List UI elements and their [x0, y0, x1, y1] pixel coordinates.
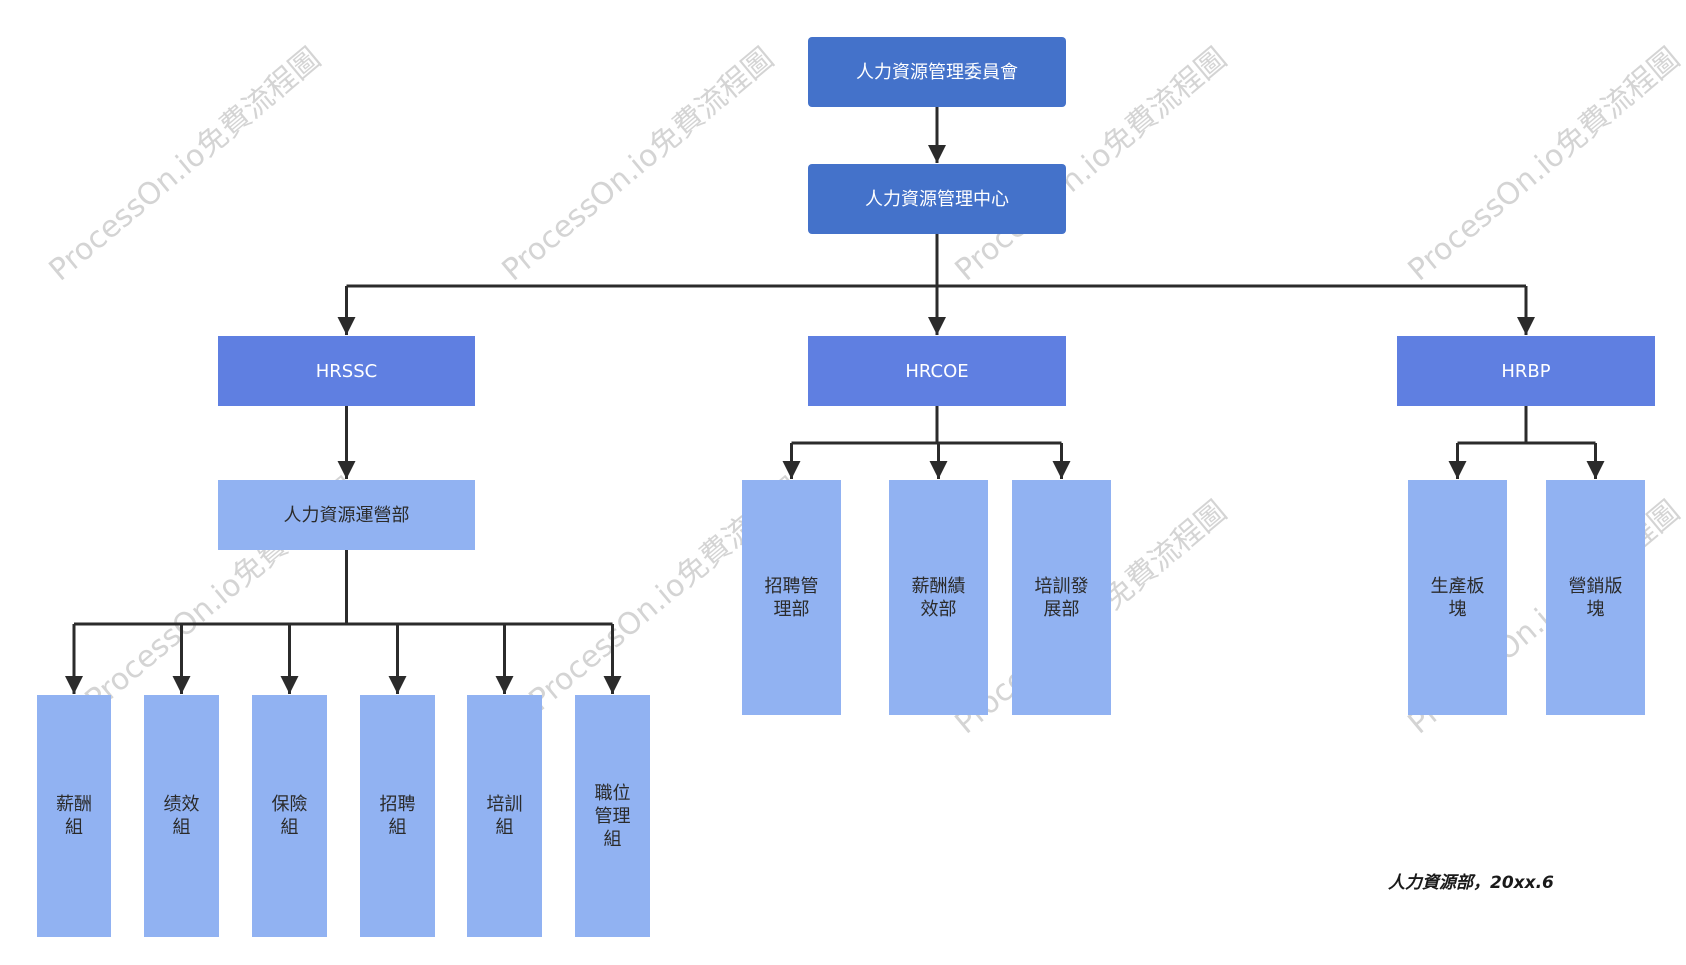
node-hrbp[interactable]: HRBP	[1397, 336, 1655, 406]
node-perf[interactable]: 绩效 組	[144, 695, 219, 937]
node-label: 招聘管 理部	[764, 575, 819, 620]
footer-note: 人力資源部，20xx.6	[1388, 873, 1554, 893]
node-recruit[interactable]: 招聘 組	[360, 695, 435, 937]
node-comp[interactable]: 薪酬 組	[37, 695, 111, 937]
node-label: 保險 組	[271, 794, 308, 838]
node-marketing[interactable]: 營銷版 塊	[1546, 480, 1645, 715]
node-label: 薪酬 組	[56, 794, 92, 838]
node-hrssc[interactable]: HRSSC	[218, 336, 475, 406]
node-label: 绩效 組	[163, 794, 200, 838]
node-label: HRBP	[1501, 360, 1551, 382]
node-committee[interactable]: 人力資源管理委員會	[808, 37, 1066, 107]
node-hrcoe[interactable]: HRCOE	[808, 336, 1066, 406]
node-recruit-mgmt[interactable]: 招聘管 理部	[742, 480, 841, 715]
node-comp-perf[interactable]: 薪酬績 效部	[889, 480, 988, 715]
node-label: HRSSC	[315, 360, 378, 382]
node-label: 人力資源管理委員會	[856, 61, 1018, 83]
node-center[interactable]: 人力資源管理中心	[808, 164, 1066, 234]
node-label: 培訓發 展部	[1034, 575, 1089, 620]
node-label: 營銷版 塊	[1568, 575, 1623, 620]
node-train[interactable]: 培訓 組	[467, 695, 542, 937]
node-insur[interactable]: 保險 組	[252, 695, 327, 937]
node-label: HRCOE	[905, 360, 969, 382]
node-train-dev[interactable]: 培訓發 展部	[1012, 480, 1111, 715]
node-label: 招聘 組	[379, 794, 416, 838]
node-label: 生產板 塊	[1430, 575, 1485, 620]
node-position[interactable]: 職位 管理 組	[575, 695, 650, 937]
node-label: 人力資源運營部	[283, 504, 410, 526]
node-ops[interactable]: 人力資源運營部	[218, 480, 475, 550]
node-production[interactable]: 生產板 塊	[1408, 480, 1507, 715]
node-label: 人力資源管理中心	[865, 188, 1009, 210]
node-label: 職位 管理 組	[594, 782, 631, 850]
node-label: 薪酬績 效部	[911, 575, 966, 620]
node-label: 培訓 組	[486, 794, 523, 838]
